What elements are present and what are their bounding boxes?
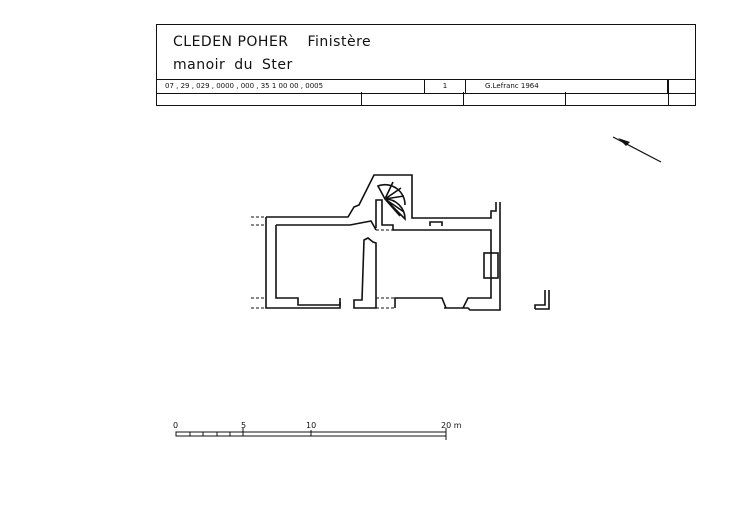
partition [353, 237, 377, 309]
inventory-code: 07 , 29 , 029 , 0000 , 000 , 35 1 00 00 … [157, 80, 425, 93]
scale-label: 10 [306, 421, 317, 430]
sheet-number: 1 [425, 80, 466, 93]
spiral-stair [376, 181, 406, 221]
department: Finistère [307, 34, 372, 50]
empty-cell [157, 92, 362, 105]
title-block: CLEDEN POHER Finistère manoir du Ster 07… [156, 24, 696, 106]
scale-bar [175, 428, 447, 440]
fireplace [429, 221, 443, 226]
author: G.Lefranc 1964 [465, 80, 668, 93]
commune: CLEDEN POHER [173, 34, 289, 50]
niche [483, 252, 499, 279]
code-row: 07 , 29 , 029 , 0000 , 000 , 35 1 00 00 … [157, 79, 695, 94]
scale-label: 20 m [441, 421, 462, 430]
empty-cell [463, 92, 566, 105]
divider [668, 79, 669, 105]
inner-wall-left [275, 220, 377, 306]
title-line: CLEDEN POHER Finistère [173, 34, 385, 50]
outer-wall [265, 174, 501, 311]
dashed-extensions [251, 216, 395, 309]
north-arrow-icon [612, 136, 662, 163]
stair-tower [375, 199, 492, 309]
detached-wall [534, 290, 550, 310]
scale-label: 5 [241, 421, 247, 430]
edifice: manoir du Ster [173, 57, 293, 73]
scale-label: 0 [173, 421, 179, 430]
empty-cell [361, 92, 464, 105]
